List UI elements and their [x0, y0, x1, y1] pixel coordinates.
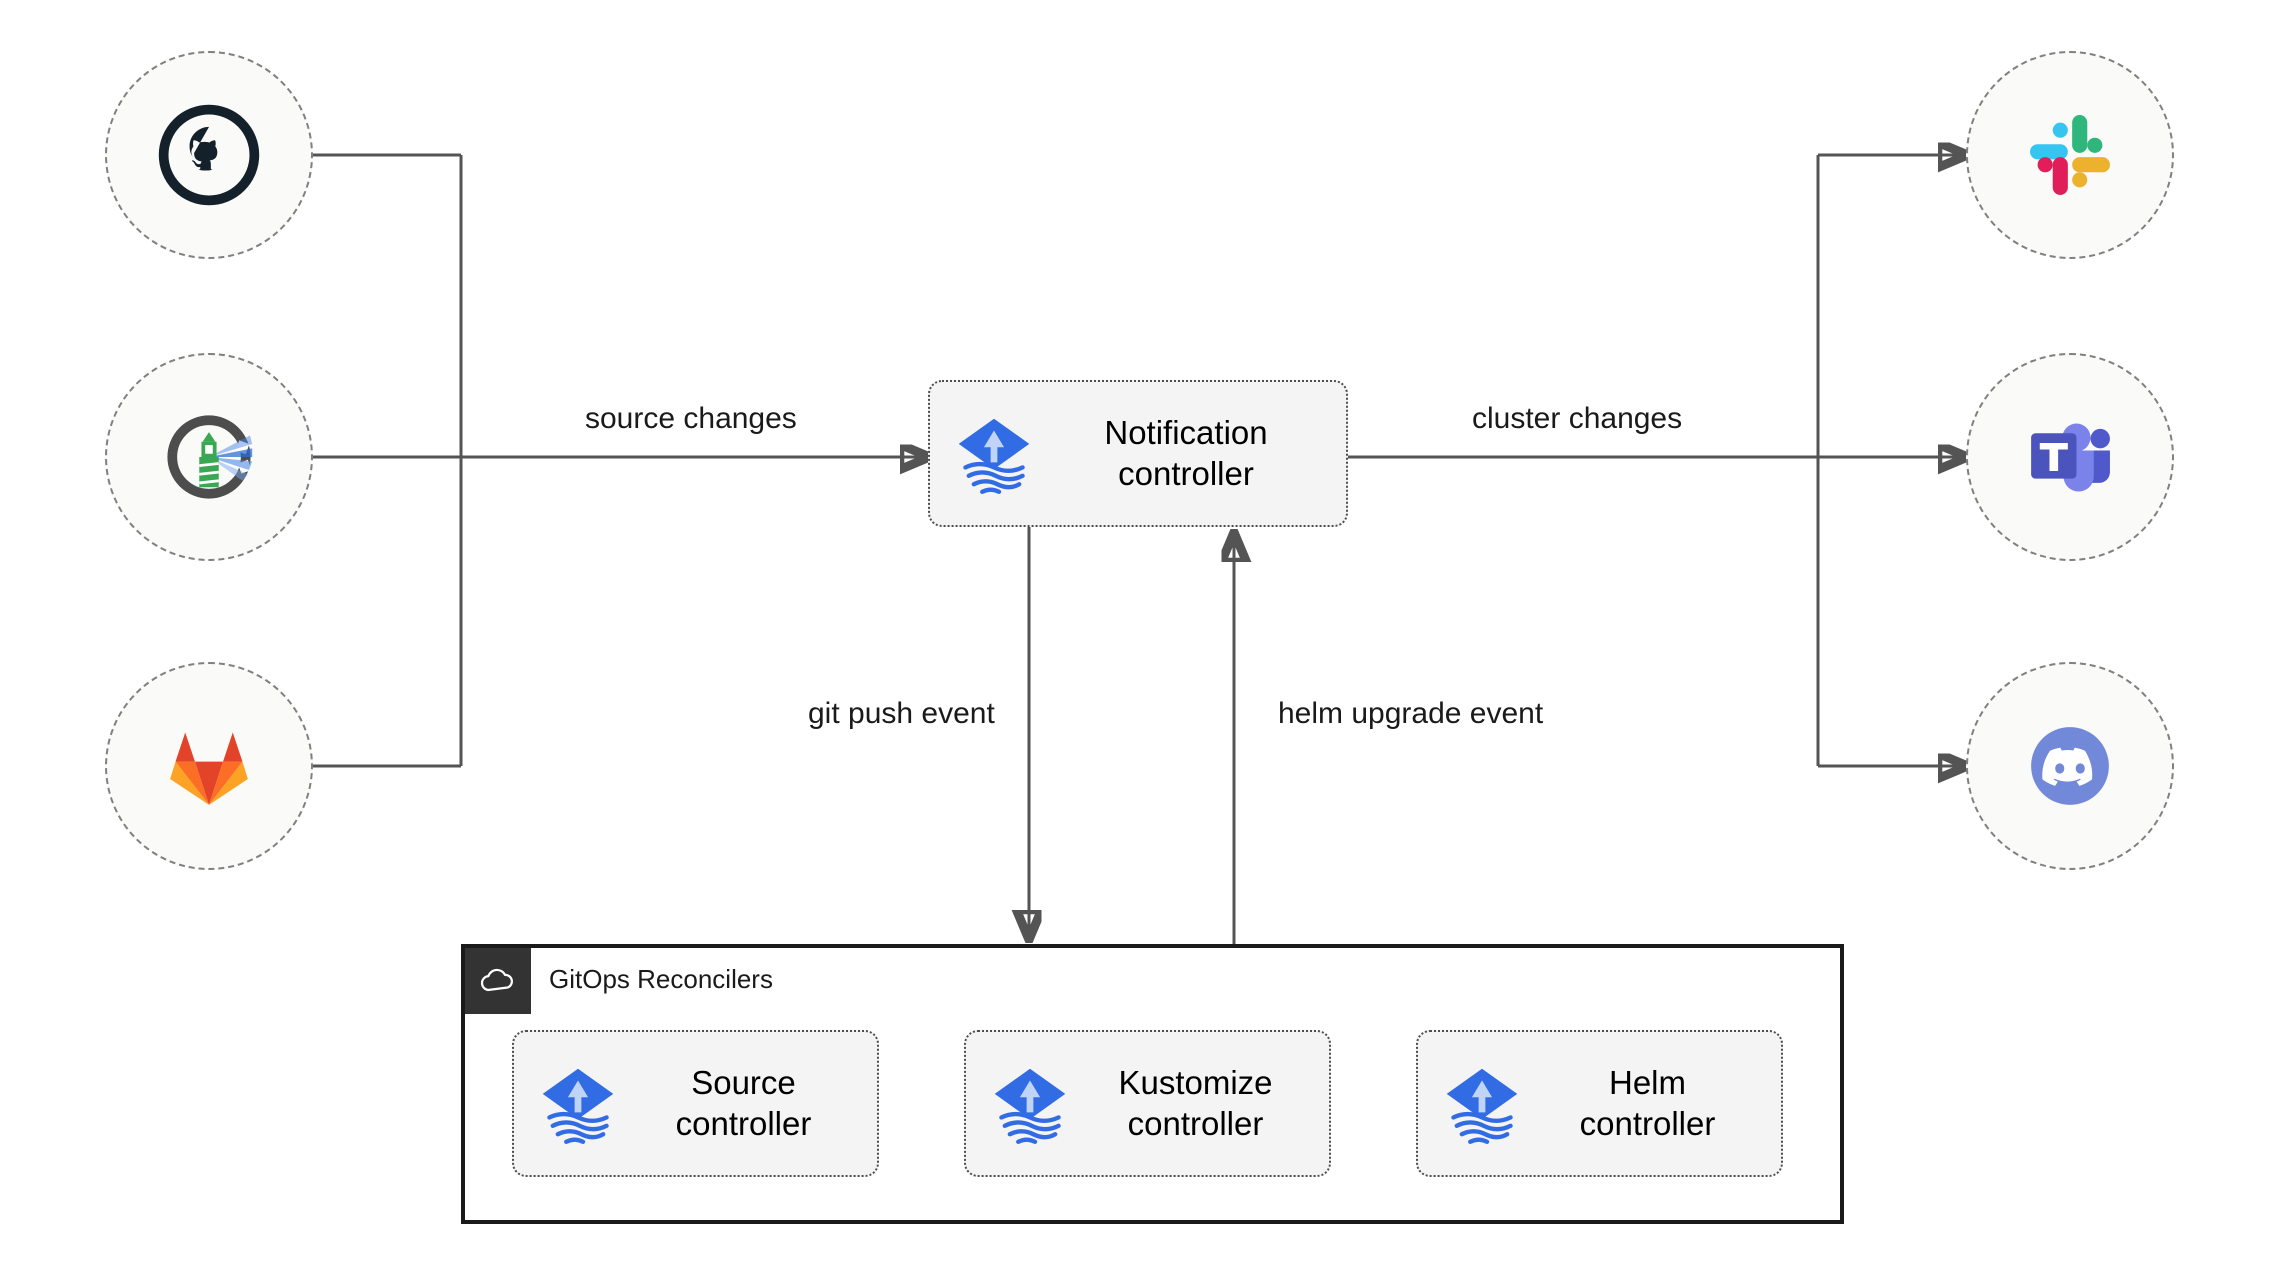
source-node-gitlab[interactable] — [105, 662, 313, 870]
source-node-fluxcd[interactable] — [105, 353, 313, 561]
edge-label-source-changes: source changes — [577, 400, 805, 438]
container-title: GitOps Reconcilers — [549, 964, 773, 994]
notification-controller-box[interactable]: Notification controller — [928, 380, 1348, 527]
target-node-teams[interactable] — [1966, 353, 2174, 561]
cloud-icon — [480, 968, 513, 992]
kustomize-controller-label: Kustomize controller — [1118, 1064, 1273, 1142]
notification-controller-label: Notification controller — [1104, 414, 1268, 492]
flux-controller-icon — [542, 1068, 614, 1144]
source-node-github[interactable] — [105, 51, 313, 259]
flux-controller-icon — [958, 418, 1030, 494]
helm-controller-label: Helm controller — [1579, 1064, 1716, 1142]
gitlab-icon — [170, 732, 248, 805]
kustomize-controller-box[interactable]: Kustomize controller — [964, 1030, 1331, 1177]
edge-label-cluster-changes: cluster changes — [1464, 400, 1691, 438]
slack-icon — [2030, 115, 2110, 195]
container-tab — [465, 948, 531, 1014]
source-controller-label: Source controller — [675, 1064, 812, 1142]
target-node-slack[interactable] — [1966, 51, 2174, 259]
flux-controller-icon — [1446, 1068, 1518, 1144]
github-icon — [158, 104, 260, 206]
microsoft-teams-icon — [2031, 423, 2110, 492]
target-node-discord[interactable] — [1966, 662, 2174, 870]
edge-label-helm-upgrade-event: helm upgrade event — [1270, 695, 1552, 733]
fluxcd-lighthouse-icon — [167, 415, 253, 499]
helm-controller-box[interactable]: Helm controller — [1416, 1030, 1783, 1177]
discord-icon — [2031, 727, 2109, 805]
edge-label-git-push-event: git push event — [800, 695, 1003, 733]
source-controller-box[interactable]: Source controller — [512, 1030, 879, 1177]
flux-controller-icon — [994, 1068, 1066, 1144]
